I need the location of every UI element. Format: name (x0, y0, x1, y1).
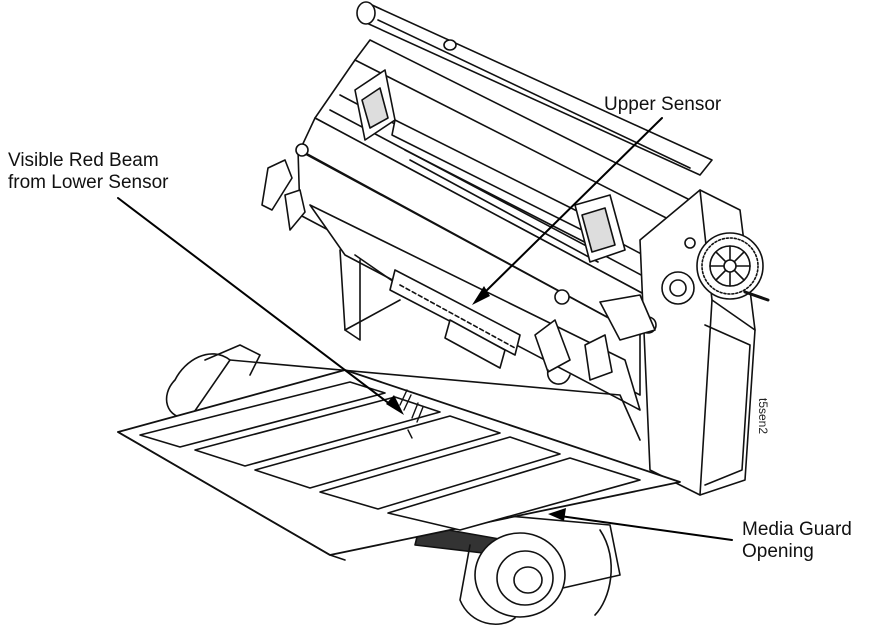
red-beam-marks (399, 389, 424, 439)
drive-gear (684, 232, 770, 302)
red-beam-label-line1: Visible Red Beam (8, 150, 159, 171)
upper-sensor-arrow (472, 286, 490, 305)
media-guard-label-line2: Opening (742, 541, 814, 562)
arrow-heads (386, 286, 566, 521)
figure-id: t5sen2 (756, 398, 770, 435)
media-sheet (117, 369, 681, 561)
media-guard-label-line1: Media Guard (742, 519, 852, 540)
top-roller (356, 1, 713, 176)
media-guard-leader (559, 515, 733, 541)
head-underside (261, 143, 656, 411)
upper-sensor-leader (481, 117, 663, 296)
red-beam-label-line2: from Lower Sensor (8, 172, 169, 193)
upper-sensor-label: Upper Sensor (604, 94, 722, 115)
media-guard-arrow (548, 508, 566, 521)
leader-lines (117, 117, 733, 541)
red-beam-leader (117, 197, 396, 409)
red-beam-arrow (386, 395, 404, 415)
